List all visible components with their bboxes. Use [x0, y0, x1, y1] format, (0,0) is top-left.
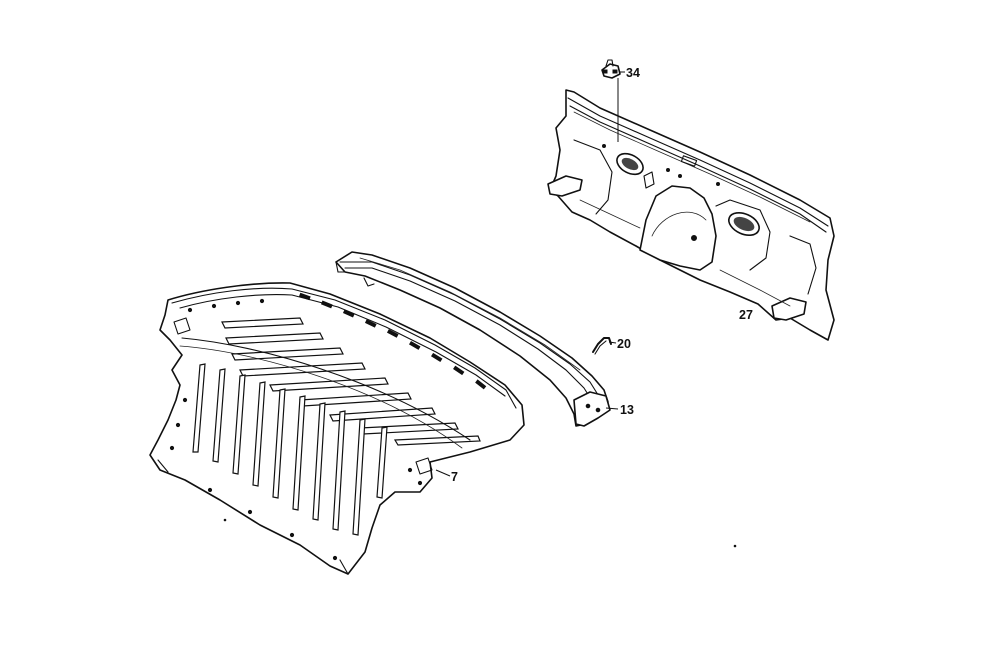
- panel-openings: [616, 152, 760, 237]
- hook-clip: [592, 337, 612, 355]
- top-clip: [601, 59, 621, 79]
- leader-lines: [435, 71, 625, 477]
- shelf-slots: [221, 317, 481, 446]
- face-ribs: [192, 363, 388, 536]
- edge-holes: [298, 292, 487, 390]
- callout-27: 27: [739, 308, 753, 322]
- cross-member-rail: [335, 251, 611, 427]
- callout-7: 7: [451, 470, 458, 484]
- callout-13: 13: [620, 403, 634, 417]
- rear-bulkhead-panel: [547, 89, 835, 341]
- callout-20: 20: [617, 337, 631, 351]
- parcel-shelf-panel: [149, 282, 525, 575]
- fixing-holes: [169, 298, 423, 561]
- callout-34: 34: [626, 66, 640, 80]
